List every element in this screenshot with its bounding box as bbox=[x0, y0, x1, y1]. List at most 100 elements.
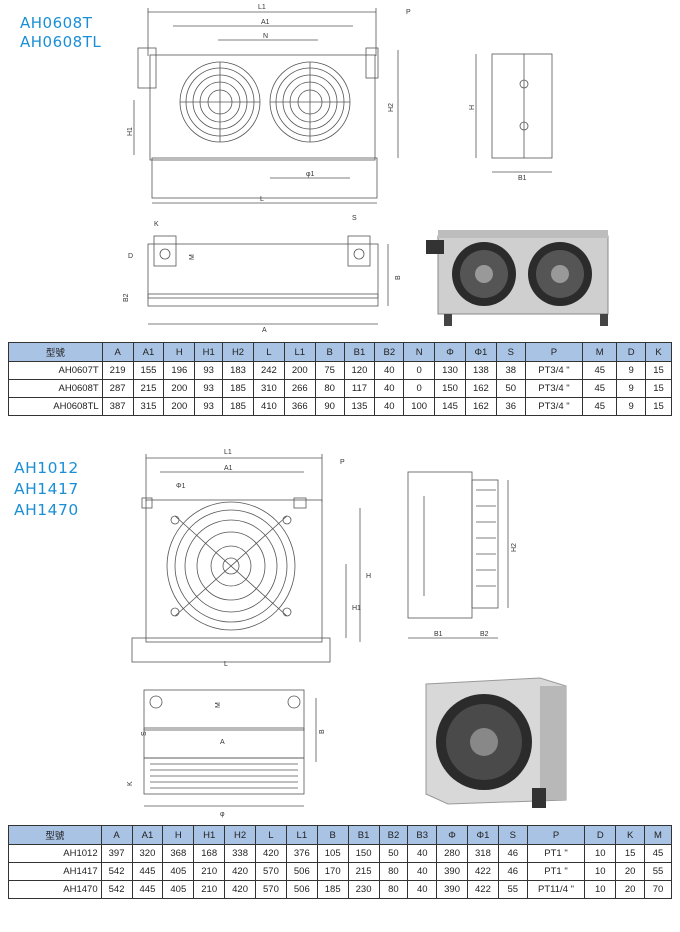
dim-label: B1 bbox=[434, 631, 443, 638]
table-cell: 10 bbox=[584, 880, 617, 899]
table-cell: 405 bbox=[162, 862, 195, 881]
table-header-cell: B bbox=[316, 825, 349, 845]
model-title: AH1470 bbox=[14, 501, 79, 519]
table-cell: 387 bbox=[101, 397, 134, 416]
table-cell: 445 bbox=[131, 880, 164, 899]
drawing-bottom-2: M S B A K φ bbox=[127, 689, 326, 818]
dim-label: S bbox=[141, 731, 148, 736]
table-cell: 93 bbox=[194, 379, 224, 398]
table-header-cell: 型號 bbox=[8, 825, 102, 845]
table-cell: 40 bbox=[407, 880, 438, 899]
section2-titles: AH1012 AH1417 AH1470 bbox=[14, 458, 79, 521]
table-header-cell: L bbox=[252, 342, 285, 362]
table-header-cell: N bbox=[403, 342, 436, 362]
table-cell: PT3/4 " bbox=[524, 379, 584, 398]
table-header-cell: L1 bbox=[283, 342, 316, 362]
dim-label: Φ1 bbox=[176, 483, 186, 490]
table-cell: 45 bbox=[582, 379, 618, 398]
table-cell: 145 bbox=[434, 397, 466, 416]
table-cell: 390 bbox=[436, 862, 469, 881]
table-header-cell: H1 bbox=[194, 342, 224, 362]
table-cell: 138 bbox=[464, 361, 497, 380]
table-header-cell: H2 bbox=[224, 825, 257, 845]
table-cell: 162 bbox=[464, 379, 497, 398]
table-cell: 162 bbox=[464, 397, 497, 416]
table-cell: 20 bbox=[615, 880, 646, 899]
table-cell: 422 bbox=[467, 862, 499, 881]
table-cell: AH1470 bbox=[8, 880, 102, 899]
table-cell: 36 bbox=[495, 397, 526, 416]
table-cell: 46 bbox=[497, 844, 528, 863]
table-cell: 310 bbox=[252, 379, 285, 398]
table-header-cell: L bbox=[255, 825, 287, 845]
table-cell: 40 bbox=[374, 379, 405, 398]
table-cell: PT3/4 " bbox=[524, 397, 584, 416]
table-cell: 405 bbox=[162, 880, 195, 899]
table-cell: PT3/4 " bbox=[524, 361, 584, 380]
table-header-cell: K bbox=[645, 342, 672, 362]
table-cell: 120 bbox=[343, 361, 376, 380]
table-cell: 45 bbox=[582, 361, 618, 380]
table-cell: 50 bbox=[495, 379, 526, 398]
table-cell: 55 bbox=[644, 862, 672, 881]
table-header-cell: A bbox=[101, 342, 134, 362]
dim-label: H1 bbox=[127, 127, 134, 136]
table-cell: 9 bbox=[616, 361, 647, 380]
table-header-cell: 型號 bbox=[8, 342, 103, 362]
table-header-cell: B3 bbox=[407, 825, 438, 845]
table-header-cell: D bbox=[616, 342, 647, 362]
table-header-cell: B bbox=[314, 342, 345, 362]
dim-label: K bbox=[127, 781, 134, 786]
dim-label: D bbox=[128, 253, 133, 260]
table-cell: 570 bbox=[255, 862, 287, 881]
table-cell: 80 bbox=[378, 880, 409, 899]
dim-label: L1 bbox=[224, 449, 232, 456]
table-cell: PT1 " bbox=[526, 844, 586, 863]
table-header-cell: A bbox=[100, 825, 133, 845]
table-cell: 15 bbox=[645, 379, 672, 398]
table-header-cell: H2 bbox=[222, 342, 254, 362]
table-header-cell: S bbox=[497, 825, 528, 845]
table-cell: 93 bbox=[194, 361, 224, 380]
table-cell: AH0607T bbox=[8, 361, 103, 380]
table-cell: 45 bbox=[644, 844, 672, 863]
table-cell: 397 bbox=[100, 844, 133, 863]
table-cell: 420 bbox=[224, 862, 257, 881]
dim-label: B2 bbox=[123, 293, 130, 302]
dim-label: A bbox=[262, 327, 267, 334]
table-cell: 366 bbox=[283, 397, 316, 416]
dim-label: A bbox=[220, 739, 225, 746]
table-cell: 45 bbox=[582, 397, 618, 416]
dim-label: N bbox=[263, 33, 268, 40]
table-cell: 215 bbox=[132, 379, 165, 398]
table-cell: 506 bbox=[285, 880, 318, 899]
table-cell: 130 bbox=[434, 361, 466, 380]
table-header-cell: Φ bbox=[434, 342, 466, 362]
dim-label: B bbox=[395, 275, 402, 280]
table-cell: 168 bbox=[193, 844, 226, 863]
table-cell: 320 bbox=[131, 844, 164, 863]
drawing-front-2: L1 A1 P Φ1 H H1 L bbox=[131, 449, 371, 668]
table-cell: 219 bbox=[101, 361, 134, 380]
table-cell: 242 bbox=[252, 361, 285, 380]
table-cell: 40 bbox=[374, 361, 405, 380]
table-cell: 10 bbox=[584, 862, 617, 881]
table-cell: 410 bbox=[252, 397, 285, 416]
dim-label: L1 bbox=[258, 4, 266, 11]
drawing-side-2: H2 B1 B2 bbox=[407, 471, 518, 639]
table-cell: 542 bbox=[100, 880, 133, 899]
table-cell: 200 bbox=[163, 379, 196, 398]
model-title: AH0608T bbox=[20, 14, 93, 32]
dim-label: H2 bbox=[511, 543, 518, 552]
table-cell: 200 bbox=[283, 361, 316, 380]
table-header-cell: B1 bbox=[347, 825, 380, 845]
table-cell: 422 bbox=[467, 880, 499, 899]
table-cell: 9 bbox=[616, 379, 647, 398]
table-cell: 0 bbox=[403, 361, 436, 380]
table-header-cell: M bbox=[582, 342, 618, 362]
drawing-bottom: K S D M B B2 A bbox=[123, 215, 402, 334]
